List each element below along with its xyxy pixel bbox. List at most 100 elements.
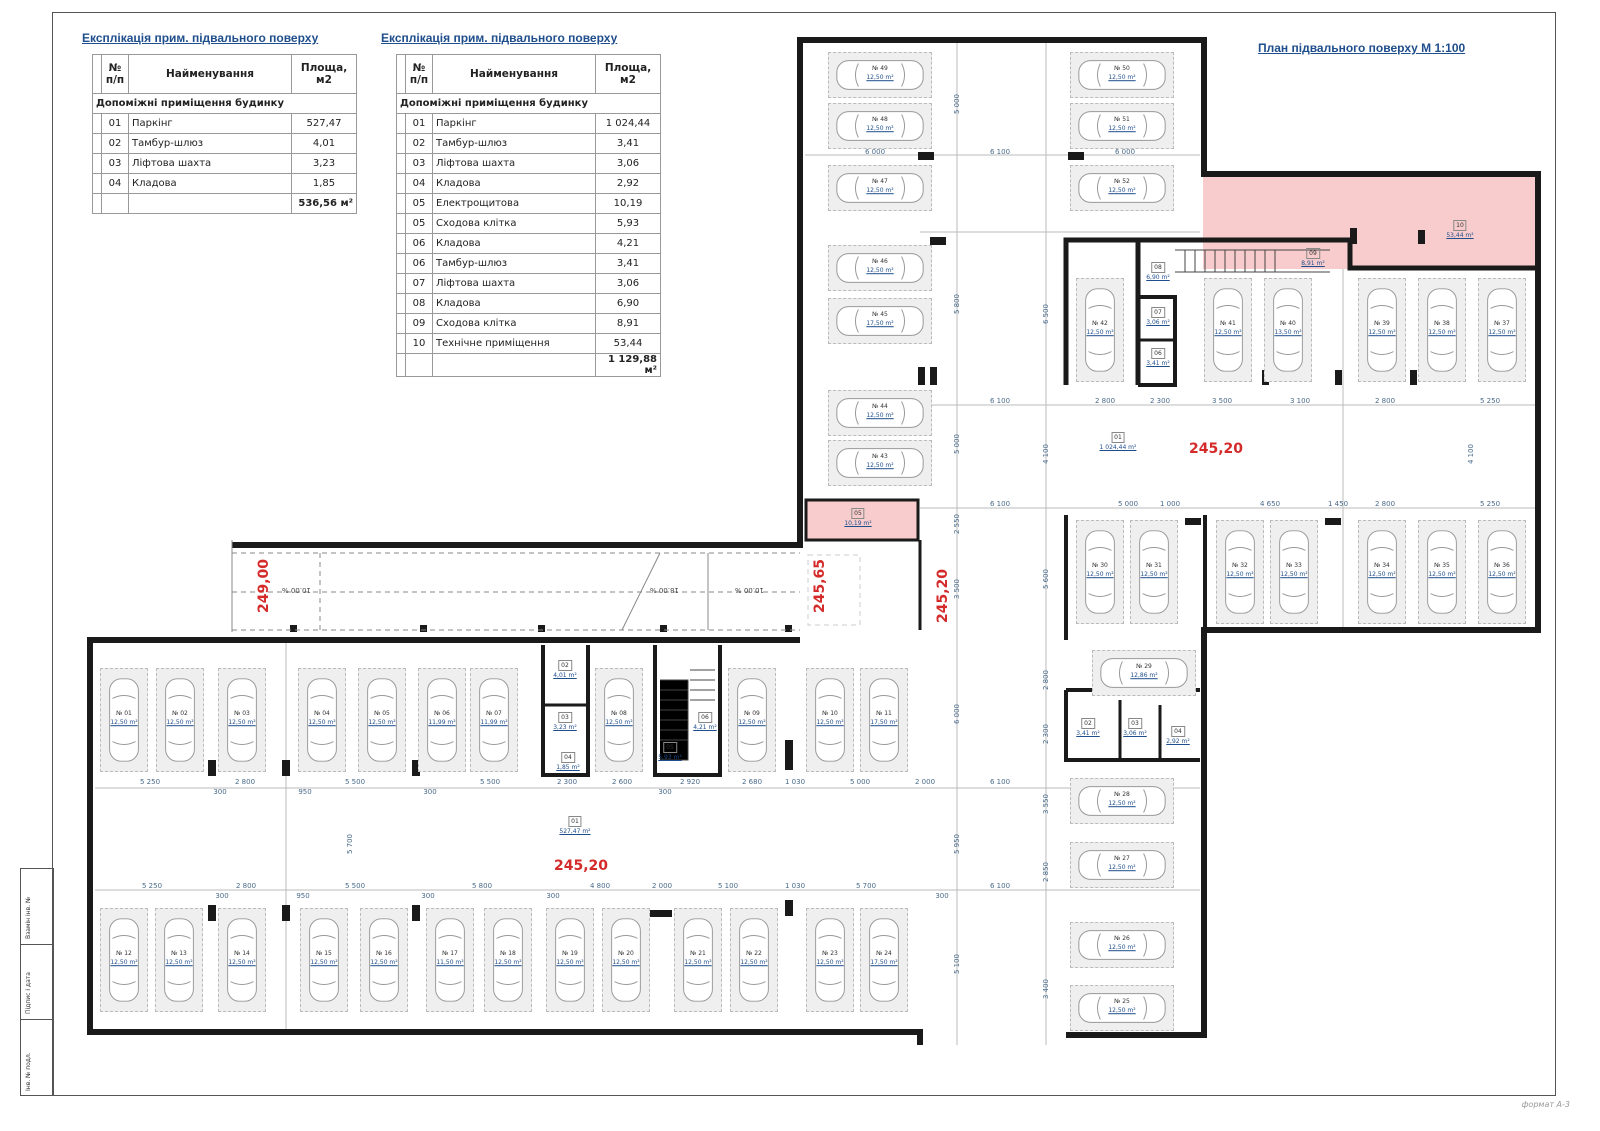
spot-area: 12,50 m²	[1086, 329, 1114, 337]
spot-area: 12,50 m²	[1108, 1007, 1136, 1015]
car-icon	[869, 918, 899, 1002]
car-icon	[435, 918, 465, 1002]
spot-area: 12,50 m²	[1108, 125, 1136, 133]
dimension-label: 5 800	[471, 882, 493, 890]
dimension-label: 5 250	[1479, 500, 1501, 508]
spot-number: № 35	[1434, 562, 1450, 570]
car-icon	[1078, 993, 1166, 1023]
car-icon	[555, 918, 585, 1002]
car-icon	[1213, 288, 1243, 372]
row-area: 3,06	[595, 273, 661, 294]
spot-area: 12,50 m²	[612, 959, 640, 967]
spot-area: 12,50 m²	[370, 959, 398, 967]
dimension-label: 5 700	[346, 833, 354, 855]
spot-number: № 40	[1280, 320, 1296, 328]
room-area: 3,41 m²	[1146, 360, 1170, 367]
car-icon	[836, 60, 924, 90]
spot-area: 12,50 m²	[738, 719, 766, 727]
dimension-label: 5 000	[953, 433, 961, 455]
spot-area: 11,99 m²	[480, 719, 508, 727]
room-area: 10,19 m²	[844, 520, 872, 527]
spot-number: № 52	[1114, 178, 1130, 186]
spot-area: 12,50 m²	[1368, 329, 1396, 337]
spot-number: № 31	[1146, 562, 1162, 570]
room-area: 2,92 m²	[1166, 738, 1190, 745]
spot-number: № 24	[876, 950, 892, 958]
dimension-label: 5 800	[953, 293, 961, 315]
dimension-label: 3 400	[1042, 978, 1050, 1000]
dimension-label: 4 100	[1467, 443, 1475, 465]
table-2-title: Експлікація прим. підвального поверху	[381, 31, 618, 45]
spot-number: № 41	[1220, 320, 1236, 328]
dimension-label: 5 000	[849, 778, 871, 786]
spot-number: № 39	[1374, 320, 1390, 328]
car-icon	[1085, 288, 1115, 372]
spot-area: 12,50 m²	[110, 719, 138, 727]
dimension-label: 300	[213, 788, 227, 796]
car-icon	[479, 678, 509, 762]
spot-area: 17,50 m²	[870, 959, 898, 967]
car-icon	[1367, 530, 1397, 614]
car-icon	[1367, 288, 1397, 372]
total-row: 536,56 м²	[92, 193, 357, 214]
car-icon	[836, 398, 924, 428]
table-1-title: Експлікація прим. підвального поверху	[82, 31, 319, 45]
spot-area: 12,50 m²	[1108, 800, 1136, 808]
room-number: 05	[663, 742, 677, 753]
spot-area: 12,50 m²	[228, 959, 256, 967]
car-icon	[165, 678, 195, 762]
spot-number: № 32	[1232, 562, 1248, 570]
dimension-label: 2 300	[1042, 723, 1050, 745]
spot-area: 12,50 m²	[228, 719, 256, 727]
room-area: 3,23 m²	[553, 724, 577, 731]
room-area: 53,44 m²	[1446, 232, 1474, 239]
car-icon	[836, 111, 924, 141]
ramp-slope: 10.00 %	[735, 586, 764, 594]
dimension-label: 2 800	[235, 882, 257, 890]
dimension-label: 300	[658, 788, 672, 796]
dimension-label: 5 100	[717, 882, 739, 890]
spot-number: № 17	[442, 950, 458, 958]
spot-number: № 38	[1434, 320, 1450, 328]
spot-number: № 49	[872, 65, 888, 73]
dimension-label: 300	[423, 788, 437, 796]
room-area: 1,85 m²	[556, 764, 580, 771]
car-icon	[683, 918, 713, 1002]
spot-area: 12,50 m²	[1140, 571, 1168, 579]
dimension-label: 6 100	[989, 778, 1011, 786]
spot-number: № 51	[1114, 116, 1130, 124]
spot-number: № 44	[872, 403, 888, 411]
total-area: 1 129,88 м²	[595, 353, 661, 377]
car-icon	[109, 918, 139, 1002]
spot-number: № 20	[618, 950, 634, 958]
dimension-label: 2 800	[1094, 397, 1116, 405]
car-icon	[1078, 930, 1166, 960]
spot-number: № 37	[1494, 320, 1510, 328]
spot-number: № 26	[1114, 935, 1130, 943]
spot-area: 12,50 m²	[1214, 329, 1242, 337]
car-icon	[869, 678, 899, 762]
car-icon	[309, 918, 339, 1002]
car-icon	[1085, 530, 1115, 614]
